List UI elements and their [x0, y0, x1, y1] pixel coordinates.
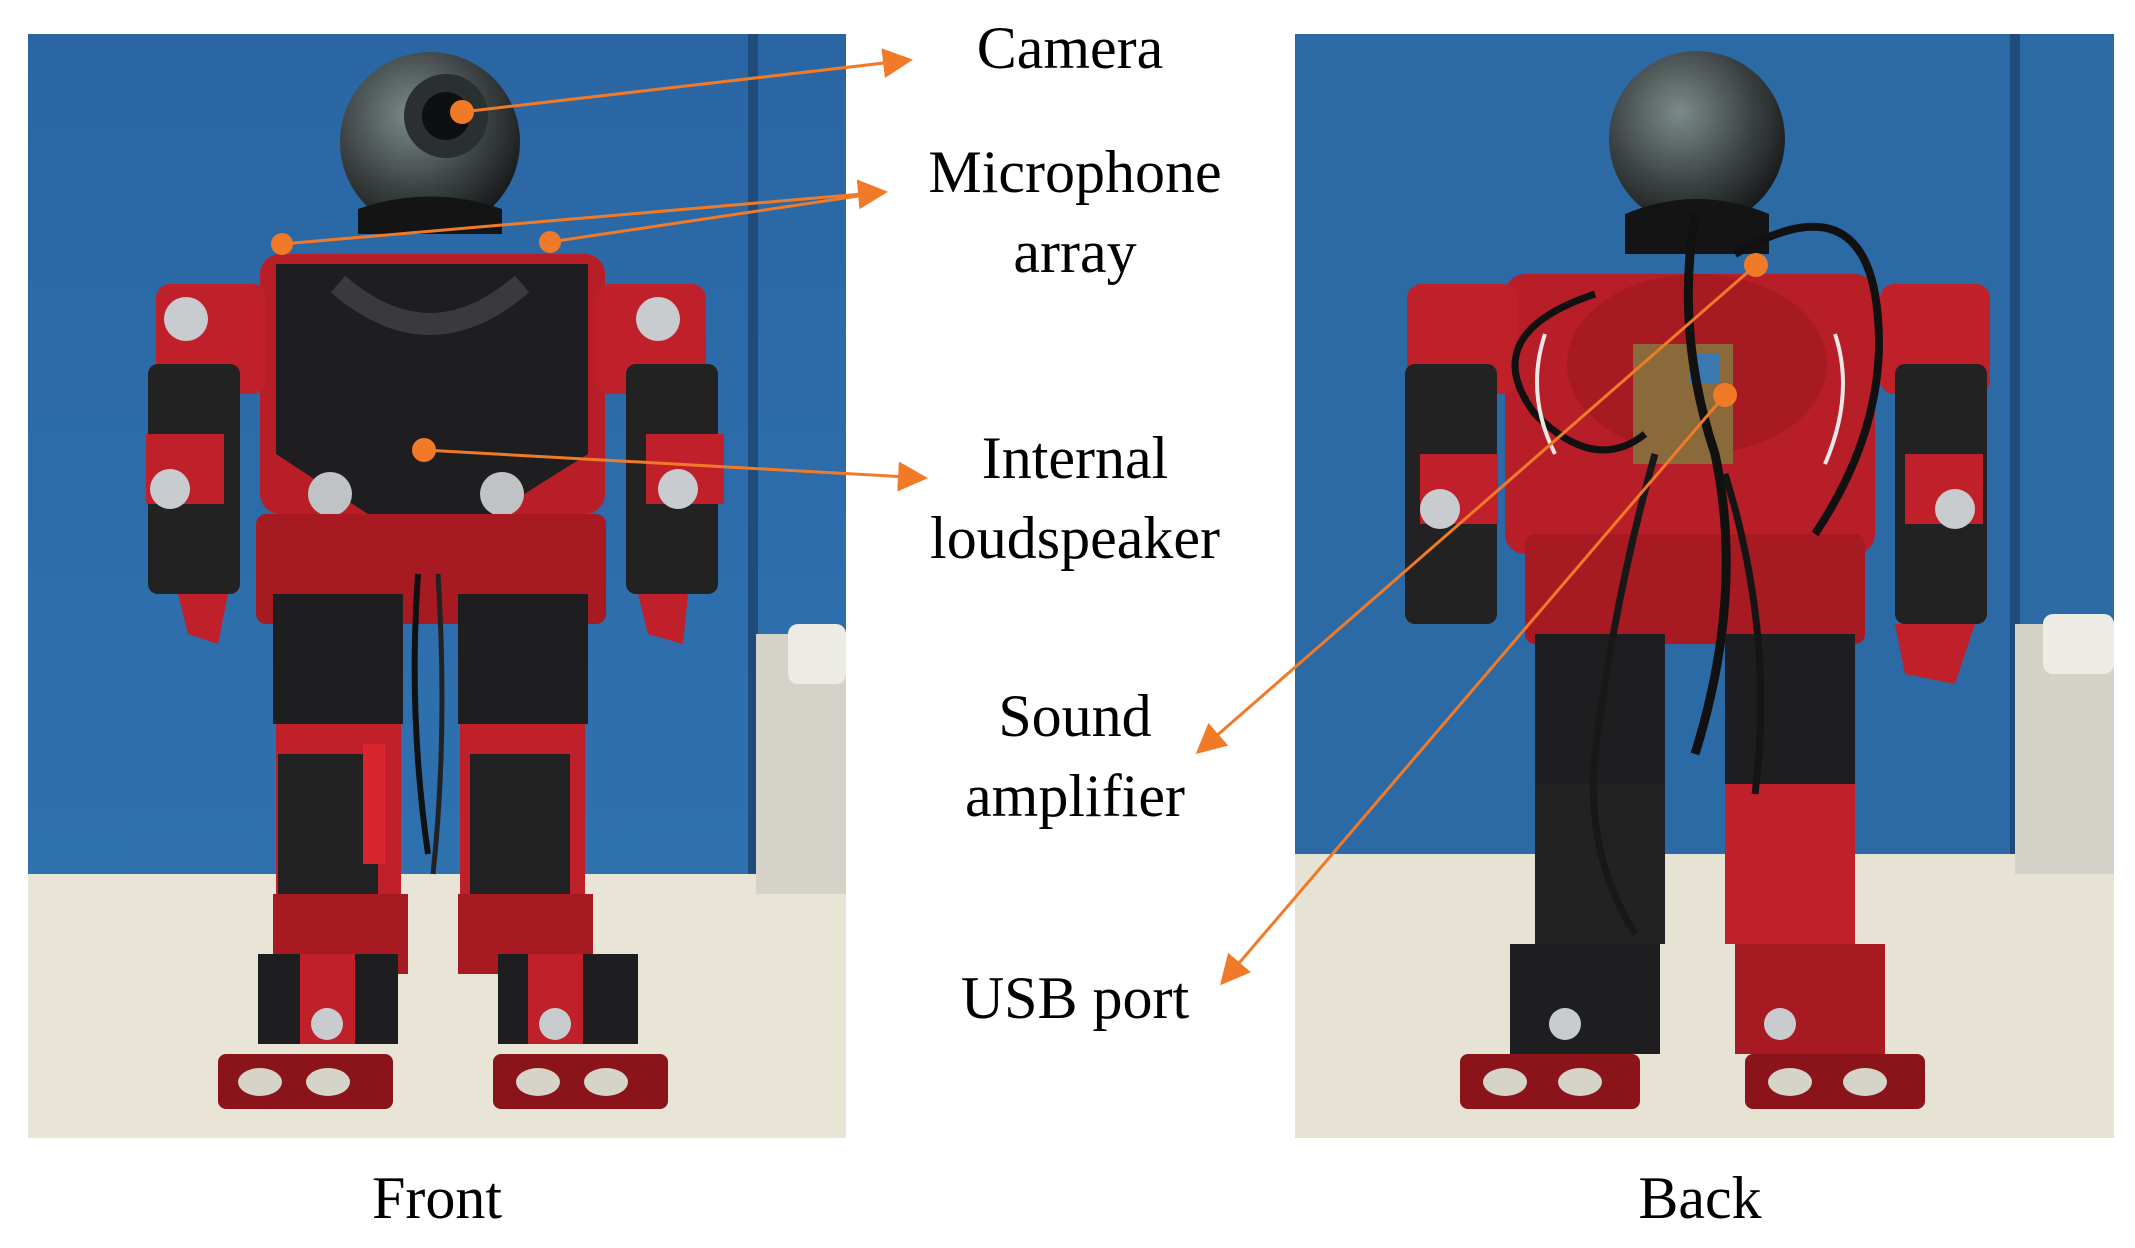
label-microphone-line1: Microphone: [928, 139, 1222, 205]
label-microphone-line2: array: [1013, 219, 1137, 285]
back-robot-illustration: [1295, 34, 2114, 1138]
label-loudspeaker-line1: Internal: [981, 425, 1169, 491]
label-loudspeaker-line2: loudspeaker: [930, 505, 1220, 571]
caption-back: Back: [1638, 1165, 1762, 1231]
front-robot-illustration: [28, 34, 846, 1138]
caption-front: Front: [371, 1165, 503, 1231]
front-photo: [28, 34, 846, 1138]
label-amplifier-line2: amplifier: [965, 763, 1185, 829]
back-photo: [1295, 34, 2114, 1138]
label-amplifier-line1: Sound: [998, 683, 1152, 749]
label-camera: Camera: [976, 15, 1164, 81]
label-usb-port: USB port: [960, 965, 1190, 1031]
